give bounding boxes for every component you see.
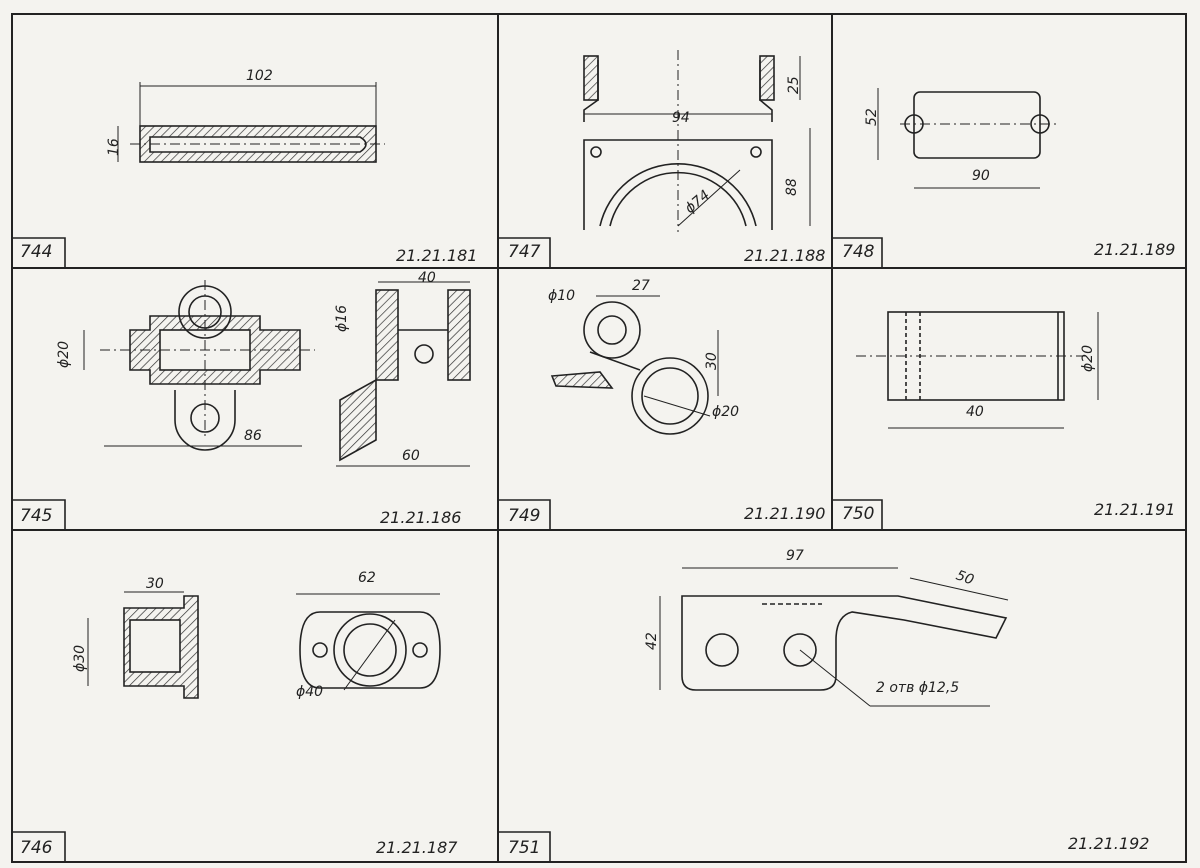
dim-746-62: 62 bbox=[358, 570, 376, 586]
cell-748-number: 748 bbox=[842, 242, 875, 262]
part-747 bbox=[583, 50, 811, 232]
dim-744-length: 102 bbox=[246, 68, 273, 84]
part-751 bbox=[659, 567, 1009, 707]
part-750 bbox=[856, 311, 1099, 429]
cell-750-code: 21.21.191 bbox=[1094, 500, 1176, 519]
part-745 bbox=[83, 280, 471, 467]
cell-747-code: 21.21.188 bbox=[744, 246, 826, 265]
dim-751-42: 42 bbox=[644, 632, 660, 650]
part-746 bbox=[87, 591, 441, 699]
dim-749-phi10: ϕ10 bbox=[548, 288, 576, 304]
cell-745-number: 745 bbox=[20, 506, 53, 526]
cell-746-number: 746 bbox=[20, 838, 53, 858]
cell-747-number: 747 bbox=[508, 242, 541, 262]
dim-747-88: 88 bbox=[784, 178, 800, 196]
dim-749-27: 27 bbox=[632, 278, 650, 294]
sheet-grid bbox=[11, 13, 1187, 863]
part-748 bbox=[877, 88, 1056, 189]
dim-749-phi20: ϕ20 bbox=[712, 404, 740, 420]
cell-749-code: 21.21.190 bbox=[744, 504, 826, 523]
cell-748-code: 21.21.189 bbox=[1094, 240, 1176, 259]
part-744 bbox=[117, 82, 385, 163]
dim-750-40: 40 bbox=[966, 404, 984, 420]
dim-746-30: 30 bbox=[146, 576, 164, 592]
cell-745-code: 21.21.186 bbox=[380, 508, 462, 527]
dim-745-phi20: ϕ20 bbox=[56, 340, 72, 368]
cell-749-number: 749 bbox=[508, 506, 541, 526]
dim-750-phi20: ϕ20 bbox=[1080, 344, 1096, 372]
cell-751-code: 21.21.192 bbox=[1068, 834, 1150, 853]
dim-748-90: 90 bbox=[972, 168, 990, 184]
dim-748-52: 52 bbox=[864, 108, 880, 126]
number-boxes bbox=[12, 237, 883, 862]
dim-746-phi40: ϕ40 bbox=[296, 684, 324, 700]
dim-745-40: 40 bbox=[418, 270, 436, 286]
cell-746-code: 21.21.187 bbox=[376, 838, 458, 857]
dim-745-phi16: ϕ16 bbox=[334, 304, 350, 332]
part-749 bbox=[550, 295, 719, 435]
cell-750-number: 750 bbox=[842, 504, 875, 524]
dim-751-holes: 2 отв ϕ12,5 bbox=[876, 680, 960, 696]
cell-751-number: 751 bbox=[508, 838, 541, 858]
dim-751-97: 97 bbox=[786, 548, 804, 564]
dim-745-60: 60 bbox=[402, 448, 420, 464]
dim-744-dia: 16 bbox=[106, 138, 122, 156]
dim-747-94: 94 bbox=[672, 110, 690, 126]
dim-747-25: 25 bbox=[786, 76, 802, 94]
dim-745-86: 86 bbox=[244, 428, 262, 444]
cell-744-number: 744 bbox=[20, 242, 53, 262]
dim-746-phi30: ϕ30 bbox=[72, 644, 88, 672]
cell-744-code: 21.21.181 bbox=[396, 246, 478, 265]
dim-749-30: 30 bbox=[704, 352, 720, 370]
